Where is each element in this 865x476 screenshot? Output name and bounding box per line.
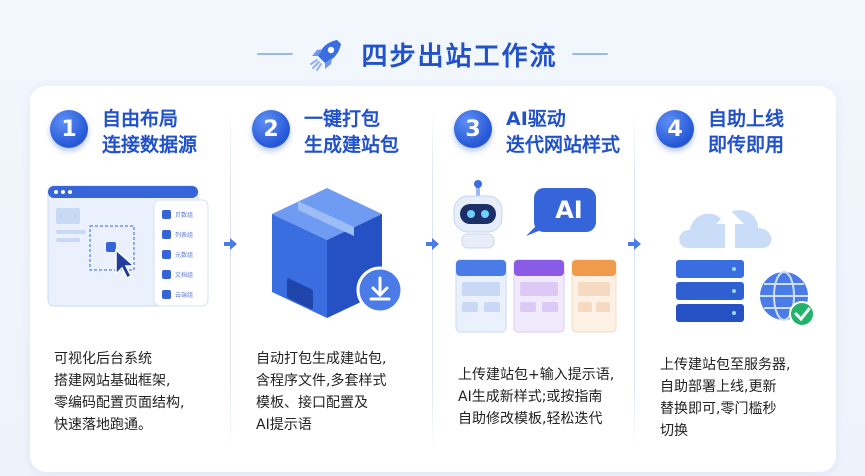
step-1-desc-line: 可视化后台系统: [54, 351, 152, 367]
ai-badge: AI: [555, 196, 583, 224]
step-4-header: 4 自助上线 即传即用: [656, 106, 784, 158]
svg-text:元数组: 元数组: [175, 251, 193, 259]
website-templates-illustration: [455, 259, 617, 333]
step-3-description: 上传建站包+输入提示语, AI生成新样式;或按指南 自助修改模板,轻松迭代: [458, 364, 634, 430]
step-2-title: 一键打包 生成建站包: [304, 106, 399, 158]
step-4-title-line2: 即传即用: [708, 134, 785, 156]
step-4-desc-line: 上传建站包至服务器,: [660, 357, 791, 373]
server-upload-illustration: [676, 210, 815, 327]
step-1-description: 可视化后台系统 搭建网站基础框架, 零编码配置页面结构, 快速落地跑通。: [54, 348, 222, 436]
step-3-desc-line: AI生成新样式;或按指南: [458, 389, 603, 405]
step-1-desc-line: 零编码配置页面结构,: [54, 395, 185, 411]
step-3-title: AI驱动 迭代网站样式: [506, 106, 620, 158]
step-2: 2 一键打包 生成建站包 自动打包生成建站包, 含程序文件,多套样式 模板、接口…: [232, 86, 422, 472]
header: 四步出站工作流: [0, 30, 865, 78]
arrow-right-icon: [224, 238, 237, 250]
step-1: 1 自由布局 连接数据源 贝数组 列表组 元数组 文档组 云端组: [30, 86, 220, 472]
step-2-description: 自动打包生成建站包, 含程序文件,多套样式 模板、接口配置及 AI提示语: [256, 348, 424, 436]
step-2-desc-line: 含程序文件,多套样式: [256, 373, 387, 389]
svg-text:文档组: 文档组: [175, 271, 193, 279]
ai-robot-illustration: [453, 180, 596, 249]
step-2-title-line2: 生成建站包: [304, 134, 400, 156]
step-2-desc-line: 自动打包生成建站包,: [256, 351, 387, 367]
step-2-number: 2: [252, 110, 290, 148]
svg-text:列表组: 列表组: [175, 231, 193, 239]
svg-text:贝数组: 贝数组: [175, 211, 193, 219]
step-1-title: 自由布局 连接数据源: [102, 106, 197, 158]
step-2-title-line1: 一键打包: [304, 108, 381, 130]
layout-editor-illustration: 贝数组 列表组 元数组 文档组 云端组: [47, 185, 209, 307]
svg-text:云端组: 云端组: [175, 291, 193, 299]
step-1-desc-line: 搭建网站基础框架,: [54, 373, 171, 389]
step-4-desc-line: 自助部署上线,更新: [660, 379, 777, 395]
divider: [230, 110, 231, 450]
steps-panel: 1 自由布局 连接数据源 贝数组 列表组 元数组 文档组 云端组: [30, 86, 836, 472]
step-1-title-line2: 连接数据源: [102, 134, 198, 156]
step-3-title-line2: 迭代网站样式: [506, 134, 621, 156]
step-3-header: 3 AI驱动 迭代网站样式: [454, 106, 620, 158]
step-1-desc-line: 快速落地跑通。: [54, 417, 152, 433]
step-4-title: 自助上线 即传即用: [708, 106, 784, 158]
step-4-title-line1: 自助上线: [708, 108, 785, 130]
step-1-title-line1: 自由布局: [102, 108, 179, 130]
step-1-header: 1 自由布局 连接数据源: [50, 106, 197, 158]
step-3-number: 3: [454, 110, 492, 148]
step-2-header: 2 一键打包 生成建站包: [252, 106, 399, 158]
step-1-number: 1: [50, 110, 88, 148]
step-3-desc-line: 上传建站包+输入提示语,: [458, 367, 615, 383]
step-4: 4 自助上线 即传即用 上传建站包至服务器, 自助部署上线,更新 替换即可,零门…: [636, 86, 832, 472]
step-4-desc-line: 切换: [660, 423, 688, 439]
arrow-right-icon: [426, 238, 439, 250]
divider: [432, 110, 433, 450]
step-3-title-line1: AI驱动: [506, 108, 566, 130]
step-4-number: 4: [656, 110, 694, 148]
page-title: 四步出站工作流: [361, 41, 558, 72]
rocket-icon: [310, 40, 342, 71]
step-2-desc-line: AI提示语: [256, 417, 312, 433]
step-3: 3 AI驱动 迭代网站样式 AI: [434, 86, 624, 472]
divider: [634, 110, 635, 450]
step-2-desc-line: 模板、接口配置及: [256, 395, 368, 411]
package-box-illustration: [272, 188, 404, 318]
header-right-line: [571, 53, 608, 55]
step-4-desc-line: 替换即可,零门槛秒: [660, 401, 777, 417]
header-left-line: [257, 53, 294, 55]
arrow-right-icon: [628, 238, 641, 250]
step-3-desc-line: 自助修改模板,轻松迭代: [458, 411, 603, 427]
step-4-description: 上传建站包至服务器, 自助部署上线,更新 替换即可,零门槛秒 切换: [660, 354, 828, 442]
